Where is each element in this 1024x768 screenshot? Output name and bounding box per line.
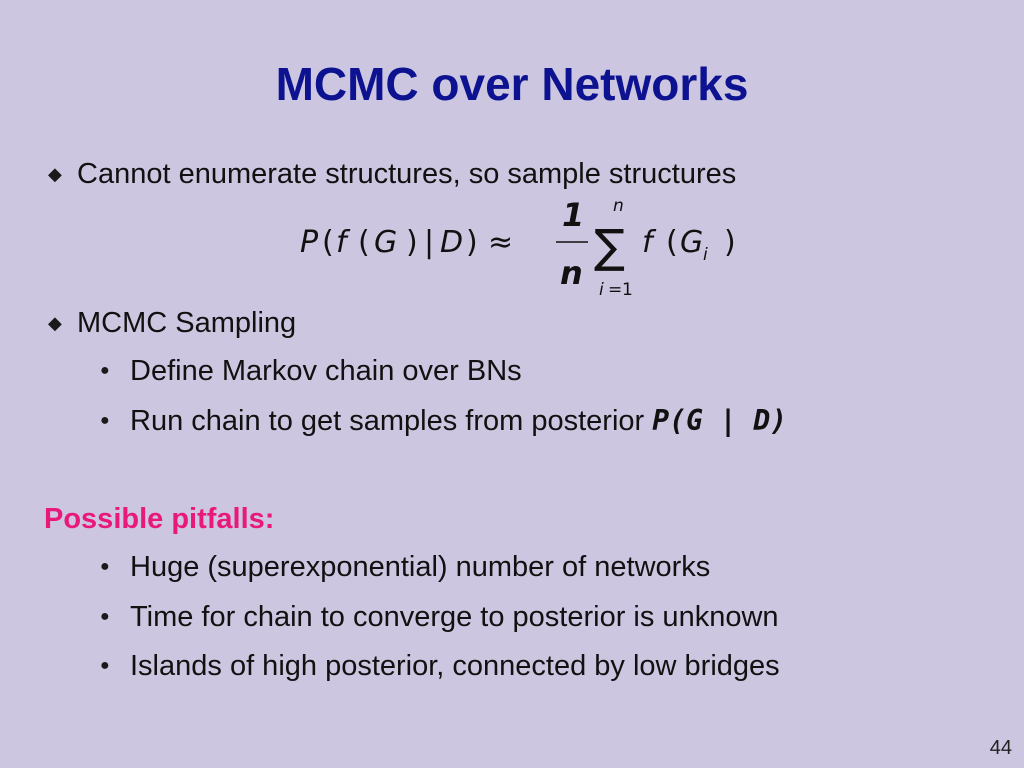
bullet-text: Cannot enumerate structures, so sample s… (77, 158, 737, 190)
inline-formula: P(G | D) (652, 404, 788, 437)
eq-paren: ( (666, 225, 678, 260)
slide-title: MCMC over Networks (275, 58, 749, 110)
pitfall-item: Time for chain to converge to posterior … (130, 601, 779, 633)
eq-paren: ( (358, 225, 370, 260)
eq-sum-lower-1: 1 (622, 280, 633, 300)
eq-paren: ( (322, 225, 334, 260)
eq-sum-upper: n (613, 196, 624, 216)
eq-p: P (300, 225, 319, 260)
dot-bullet-icon: ● (100, 362, 110, 379)
sub-bullet-text: Define Markov chain over BNs (130, 355, 522, 387)
eq-sum-lower-i: i (599, 280, 604, 300)
eq-f: f (642, 225, 657, 260)
eq-g: G (680, 225, 703, 260)
eq-bar: | (424, 225, 434, 260)
dot-bullet-icon: ● (100, 412, 110, 429)
eq-sum-lower-eq: = (608, 280, 622, 300)
pitfalls-heading: Possible pitfalls: (44, 503, 275, 535)
eq-approx: ≈ (488, 225, 513, 260)
dot-bullet-icon: ● (100, 558, 110, 575)
eq-frac-numerator: 1 (562, 196, 584, 234)
dot-bullet-icon: ● (100, 657, 110, 674)
diamond-bullet-icon: ◆ (48, 164, 62, 184)
eq-paren: ) (466, 225, 478, 260)
sub-bullet-line: Run chain to get samples from posterior … (130, 404, 787, 438)
eq-paren: ) (724, 225, 736, 260)
eq-f: f (336, 225, 351, 260)
dot-bullet-icon: ● (100, 608, 110, 625)
page-number: 44 (989, 737, 1012, 759)
sampling-equation: P ( f ( G ) | D ) ≈ 1 n n ∑ i = 1 f ( G … (296, 196, 756, 302)
diamond-bullet-icon: ◆ (48, 313, 62, 333)
eq-frac-denominator: n (560, 254, 583, 292)
bullet-text: MCMC Sampling (77, 307, 297, 339)
eq-g: G (374, 225, 397, 260)
pitfall-item: Huge (superexponential) number of networ… (130, 551, 711, 583)
eq-d: D (440, 225, 463, 260)
eq-paren: ) (406, 225, 418, 260)
eq-sub-i: i (703, 245, 708, 265)
eq-sum-symbol: ∑ (594, 219, 625, 273)
pitfall-item: Islands of high posterior, connected by … (130, 650, 780, 682)
sub-bullet-text: Run chain to get samples from posterior (130, 405, 653, 437)
